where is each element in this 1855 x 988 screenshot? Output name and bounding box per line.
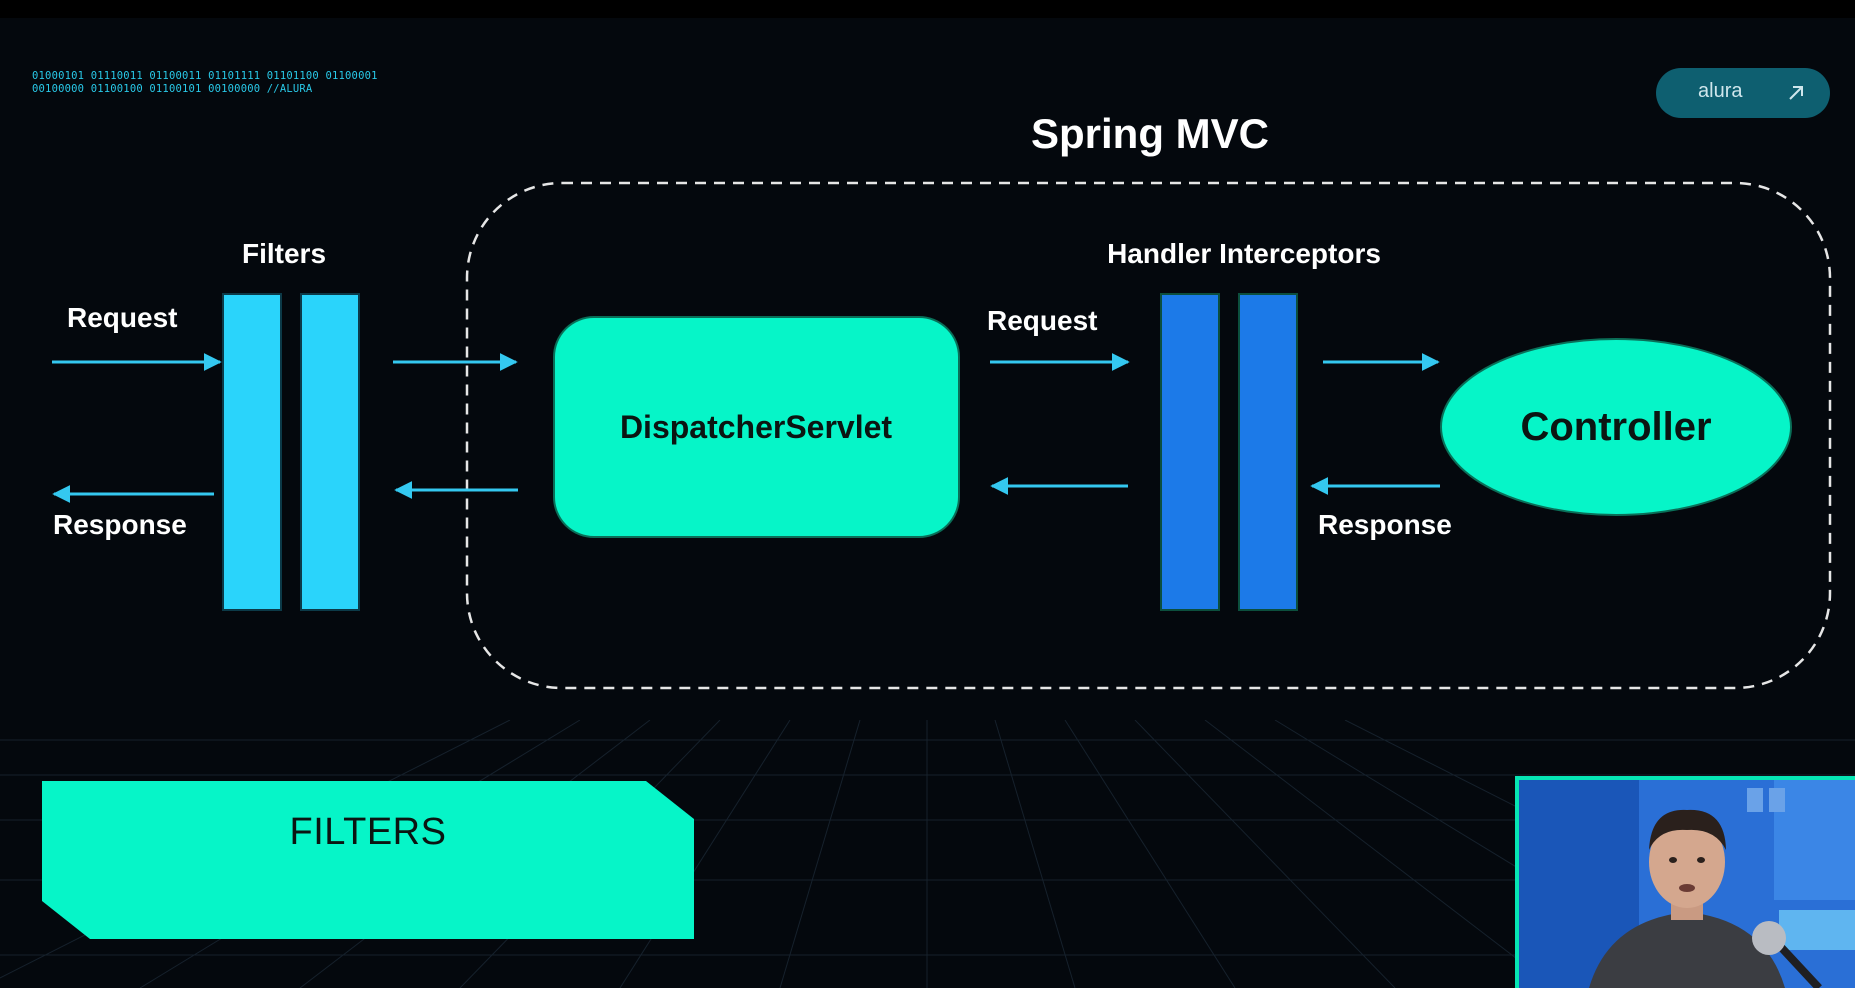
- binary-line: 01000101 01110011 01100011 01101111 0110…: [32, 70, 378, 82]
- response-label-left: Response: [53, 509, 187, 540]
- section-title: FILTERS: [289, 811, 447, 853]
- brand-label: alura: [1698, 80, 1743, 102]
- handler-interceptors-label: Handler Interceptors: [1107, 238, 1381, 269]
- controller-ellipse: [1440, 338, 1792, 516]
- controller-label: Controller: [1520, 405, 1711, 449]
- top-bar: [0, 0, 1855, 18]
- filters-label: Filters: [242, 238, 326, 269]
- dispatcher-servlet-label: DispatcherServlet: [620, 409, 892, 445]
- diagram-title: Spring MVC: [1031, 110, 1269, 157]
- request-label-middle: Request: [987, 305, 1097, 336]
- presenter-webcam: [1515, 776, 1855, 988]
- interceptor-bar: [1160, 293, 1220, 611]
- interceptor-bar: [1238, 293, 1298, 611]
- filter-bar: [222, 293, 282, 611]
- section-title-banner: FILTERS: [42, 781, 694, 939]
- presenter-video-frame: [1519, 780, 1855, 988]
- dispatcher-servlet-box: [553, 316, 960, 538]
- binary-code-decoration: 01000101 01110011 01100011 01101111 0110…: [32, 70, 378, 96]
- filter-bar: [300, 293, 360, 611]
- request-label-left: Request: [67, 302, 177, 333]
- response-label-right: Response: [1318, 509, 1452, 540]
- binary-line: 00100000 01100100 01100101 00100000 //AL…: [32, 83, 313, 95]
- arrow-up-right-icon: [1789, 86, 1803, 100]
- alura-link-button[interactable]: alura: [1656, 68, 1830, 118]
